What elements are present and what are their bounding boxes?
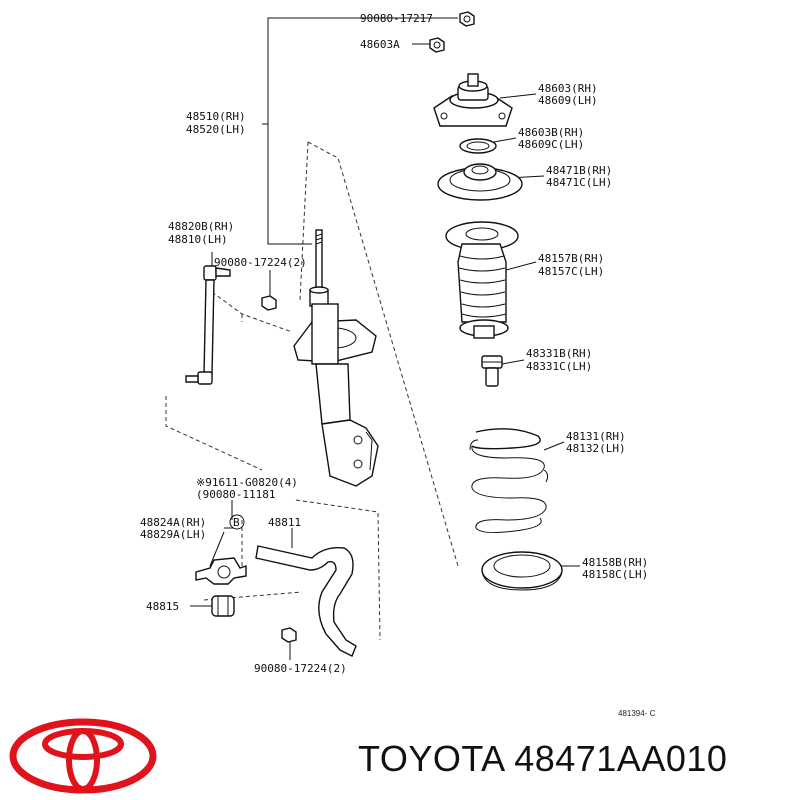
label-48603-rh: 48603(RH) — [538, 82, 598, 95]
toyota-logo-icon — [9, 718, 157, 794]
label-90080-17224-bottom: 90080-17224(2) — [254, 662, 347, 675]
part-labels: 90080-17217 48603A 48603(RH) 48609(LH) 4… — [140, 12, 656, 718]
label-48471b-rh: 48471B(RH) — [546, 164, 612, 177]
label-48510-rh: 48510(RH) — [186, 110, 246, 123]
label-90080-11181: (90080-11181 — [196, 488, 275, 501]
label-48811: 48811 — [268, 516, 301, 529]
label-48829a-lh: 48829A(LH) — [140, 528, 206, 541]
label-90080-17217: 90080-17217 — [360, 12, 433, 25]
label-48158c-lh: 48158C(LH) — [582, 568, 648, 581]
label-48158b-rh: 48158B(RH) — [582, 556, 648, 569]
label-48471c-lh: 48471C(LH) — [546, 176, 612, 189]
stabilizer-link-icon — [185, 265, 231, 385]
label-48810-lh: 48810(LH) — [168, 233, 228, 246]
coil-spring-icon — [469, 428, 549, 534]
assembly-guide-lines — [165, 141, 459, 641]
label-48157c-lh: 48157C(LH) — [538, 265, 604, 278]
bump-stopper-icon — [481, 355, 503, 387]
label-48609c-lh: 48609C(LH) — [518, 138, 584, 151]
nut-top-icon — [459, 11, 475, 27]
label-48331b-rh: 48331B(RH) — [526, 347, 592, 360]
label-48824a-rh: 48824A(RH) — [140, 516, 206, 529]
label-48331c-lh: 48331C(LH) — [526, 360, 592, 373]
bearing-icon — [459, 138, 497, 154]
label-48603b-rh: 48603B(RH) — [518, 126, 584, 139]
dust-boot-icon — [445, 221, 519, 339]
lower-insulator-icon — [481, 551, 563, 591]
reference-b-text: B — [233, 516, 240, 529]
nut-link-bottom-icon — [281, 627, 297, 643]
label-48815: 48815 — [146, 600, 179, 613]
nut-link-top-icon — [261, 295, 277, 311]
label-48157b-rh: 48157B(RH) — [538, 252, 604, 265]
label-48132-lh: 48132(LH) — [566, 442, 626, 455]
label-91611-g0820: ※91611-G0820(4) — [196, 476, 298, 489]
reference-b-marker: B — [229, 514, 245, 530]
product-title: TOYOTA 48471AA010 — [358, 738, 728, 779]
bushing-bracket-icon — [195, 557, 247, 585]
figure-code: 481394- C — [618, 709, 656, 718]
bushing-icon — [211, 595, 235, 617]
label-48609-lh: 48609(LH) — [538, 94, 598, 107]
nut-48603a-icon — [429, 37, 445, 53]
label-48520-lh: 48520(LH) — [186, 123, 246, 136]
label-90080-17224-top: 90080-17224(2) — [214, 256, 307, 269]
label-48131-rh: 48131(RH) — [566, 430, 626, 443]
label-48820b-rh: 48820B(RH) — [168, 220, 234, 233]
strut-mount-icon — [433, 73, 513, 127]
shock-absorber-icon — [293, 229, 379, 487]
upper-spring-seat-icon — [437, 163, 523, 201]
label-48603a: 48603A — [360, 38, 400, 51]
stabilizer-bar-icon — [255, 545, 357, 657]
